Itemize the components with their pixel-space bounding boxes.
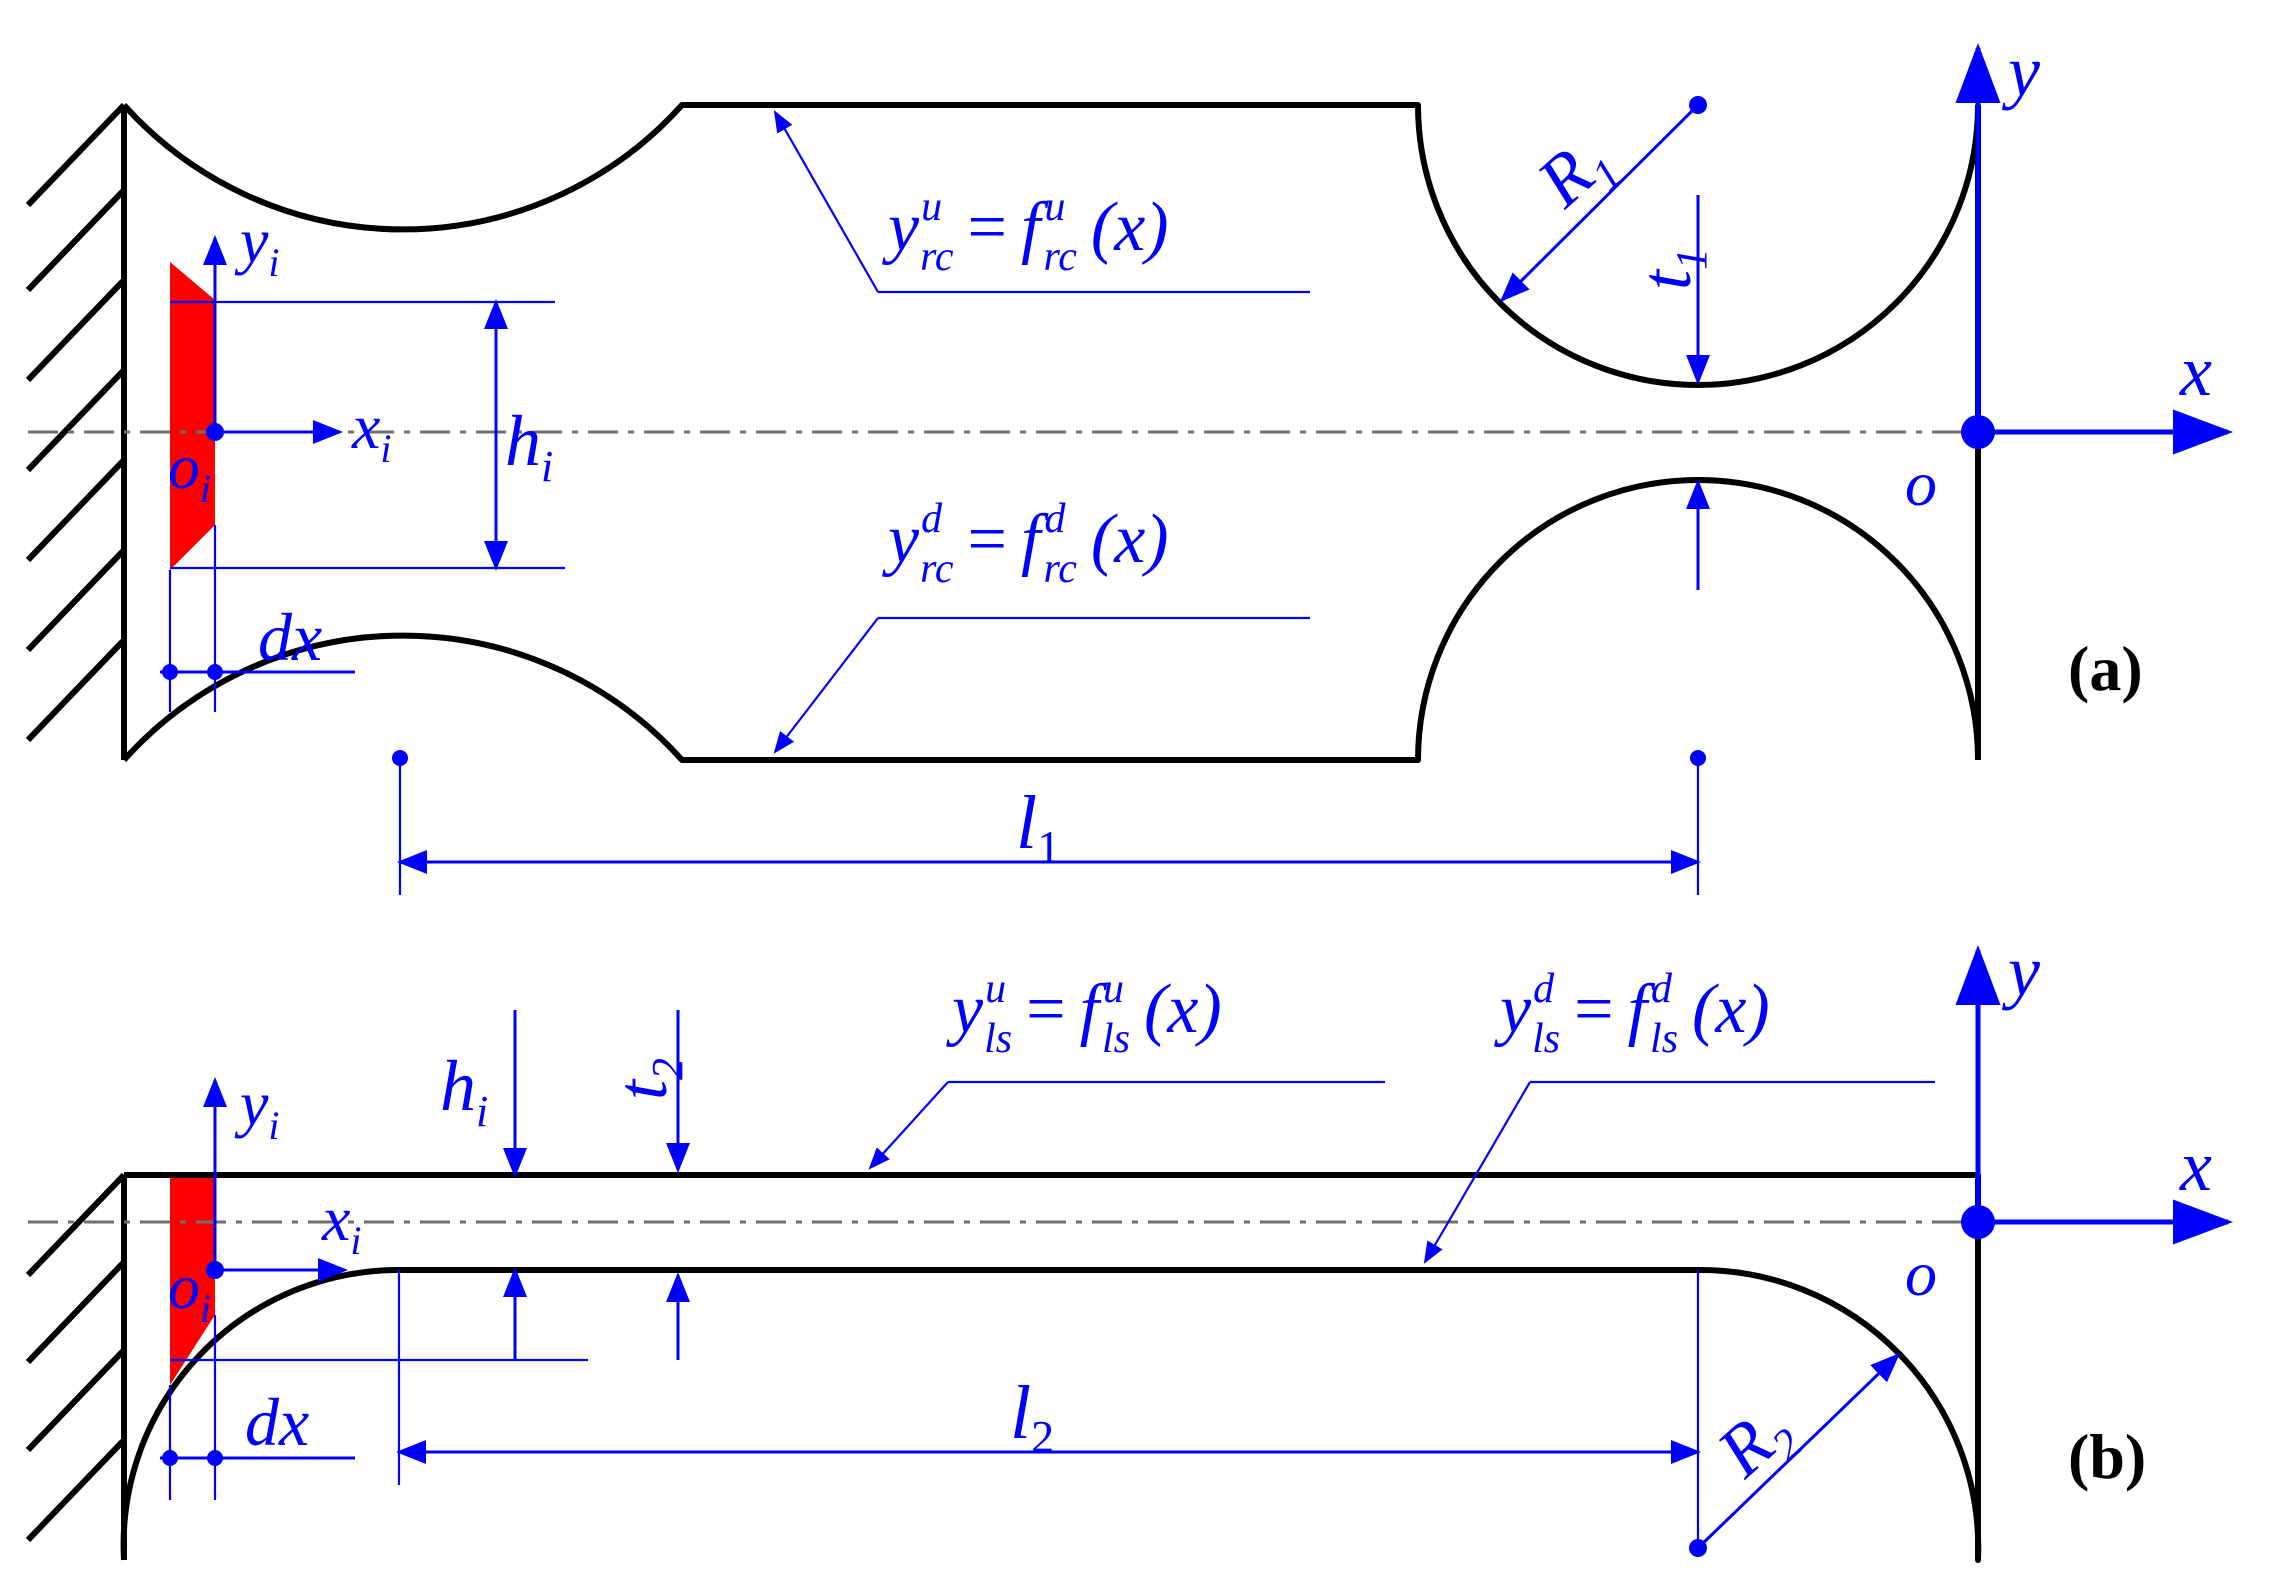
hinge-outline-upper-a [121,102,1981,388]
hinge-outline-b [120,1172,1982,1563]
length-label-a: l1 [1016,781,1060,872]
radius-center-dot-b [1689,1539,1707,1557]
upper-eq-leader-b [868,1081,949,1170]
x-axis-label-a: x [2179,331,2212,411]
local-y-label-b: yi [234,1068,280,1148]
dx-dot-right-b [207,1450,223,1466]
lower-eq-leader-a [773,617,879,754]
panel-tag-a: (a) [2068,633,2143,704]
hinge-outline-lower-a [121,477,1981,763]
length-dot-right-a [1690,750,1706,766]
y-axis-label-a: y [2001,31,2040,111]
origin-label-a: o [1905,448,1937,519]
local-y-label-a: yi [234,205,280,285]
thickness-label-b: hi [440,1046,488,1136]
element-width-label-b: dx [245,1384,309,1460]
local-origin-label-b: oi [168,1251,211,1331]
min-thickness-label-b: t2 [602,1058,692,1100]
differential-element-b [170,1175,215,1385]
panel-tag-b: (b) [2068,1421,2146,1492]
dx-dot-left-b [162,1450,178,1466]
origin-dot-a [1961,415,1995,449]
local-x-label-a: xi [351,391,392,471]
element-width-label-a: dx [258,599,322,675]
radius-label-a: R1 [1521,118,1631,230]
dx-dot-left-a [162,664,178,680]
y-axis-label-b: y [2001,931,2040,1011]
x-axis-label-b: x [2179,1126,2212,1206]
origin-dot-b [1961,1205,1995,1239]
radius-leader-a [1499,103,1700,303]
local-origin-label-a: oi [168,431,211,511]
origin-label-b: o [1905,1238,1937,1309]
radius-label-b: R2 [1701,1388,1811,1500]
local-origin-dot-a [206,423,224,441]
lower-eq-leader-b [1423,1081,1531,1264]
local-origin-dot-b [206,1261,224,1279]
min-thickness-label-a: t1 [1626,248,1716,290]
length-label-b: l2 [1010,1371,1054,1462]
length-dot-left-a [392,750,408,766]
differential-element-a [170,262,215,570]
fixed-wall-b [25,1172,127,1560]
radius-center-dot-a [1689,96,1707,114]
dx-dot-right-a [207,664,223,680]
upper-eq-leader-a [773,110,879,293]
local-x-label-b: xi [321,1183,362,1263]
radius-leader-b [1696,1352,1901,1550]
thickness-label-a: hi [505,401,553,491]
